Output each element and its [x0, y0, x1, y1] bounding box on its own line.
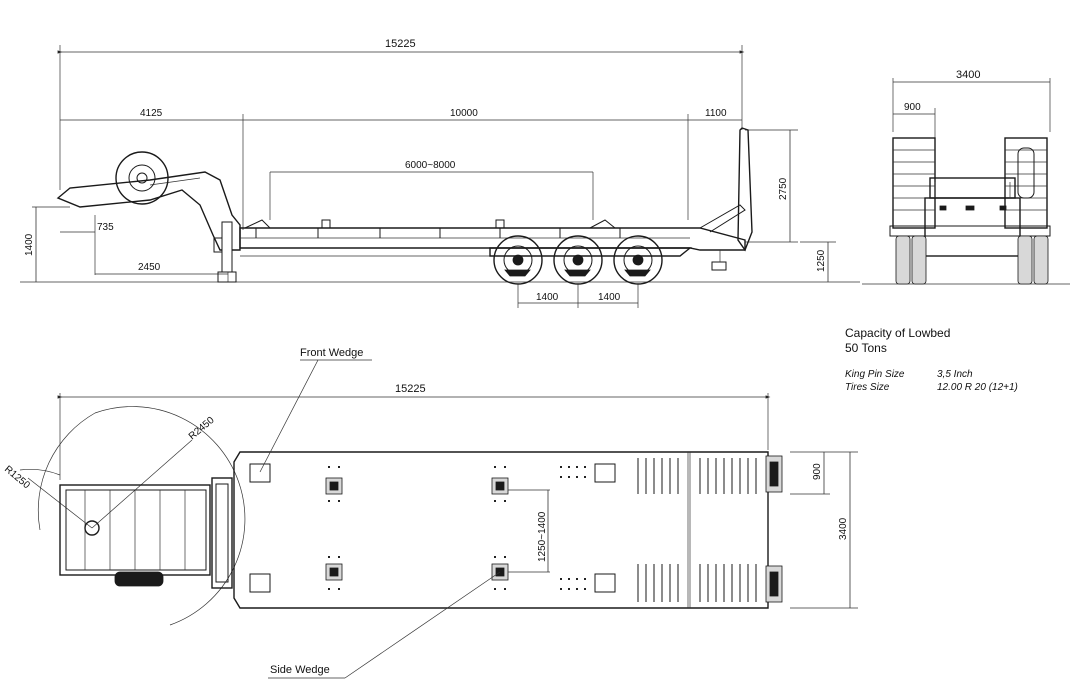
- king-pin-value: 3,5 Inch: [937, 369, 973, 380]
- side-wedge-label: Side Wedge: [270, 664, 330, 676]
- top-length-label: 15225: [395, 383, 426, 395]
- axle-group: [493, 235, 663, 285]
- wedge-spacing-label: 1250~1400: [537, 511, 548, 562]
- rear-ramp-width-label: 900: [904, 102, 921, 113]
- axle-spacing-2-label: 1400: [598, 292, 621, 303]
- side-wedges: [325, 477, 509, 581]
- landing-gear-offset-label: 2450: [138, 262, 161, 273]
- king-pin-label: King Pin Size: [845, 369, 905, 380]
- radius-front-label: R1250: [2, 464, 32, 492]
- load-area-label: 6000~8000: [405, 160, 456, 171]
- capacity-line1: Capacity of Lowbed: [845, 326, 950, 340]
- rear-width-label: 3400: [956, 69, 980, 81]
- ramp-height-label: 2750: [778, 177, 789, 200]
- kingpin-offset-label: 735: [97, 222, 114, 233]
- capacity-line2: 50 Tons: [845, 341, 887, 355]
- specs-block: Capacity of Lowbed 50 Tons King Pin Size…: [845, 326, 1018, 393]
- rear-view: 3400 900: [862, 69, 1070, 285]
- side-view: 15225 4125 10000 1100 6000~8000 2750 125…: [20, 38, 860, 308]
- tires-value: 12.00 R 20 (12+1): [937, 382, 1018, 393]
- deck-length-label: 10000: [450, 108, 478, 119]
- front-wedge-label: Front Wedge: [300, 347, 363, 359]
- deck-height-label: 1250: [816, 249, 827, 272]
- radius-swing-label: R2450: [187, 415, 217, 443]
- overall-length-label: 15225: [385, 38, 416, 50]
- ramp-length-label: 1100: [705, 108, 727, 119]
- axle-spacing-1-label: 1400: [536, 292, 559, 303]
- top-view: 15225 R2450 R1250: [2, 347, 858, 679]
- height-label: 1400: [24, 233, 35, 256]
- neck-length-label: 4125: [140, 108, 163, 119]
- tires-label: Tires Size: [845, 382, 890, 393]
- top-ramp-width-label: 900: [812, 463, 823, 480]
- top-width-label: 3400: [838, 517, 849, 540]
